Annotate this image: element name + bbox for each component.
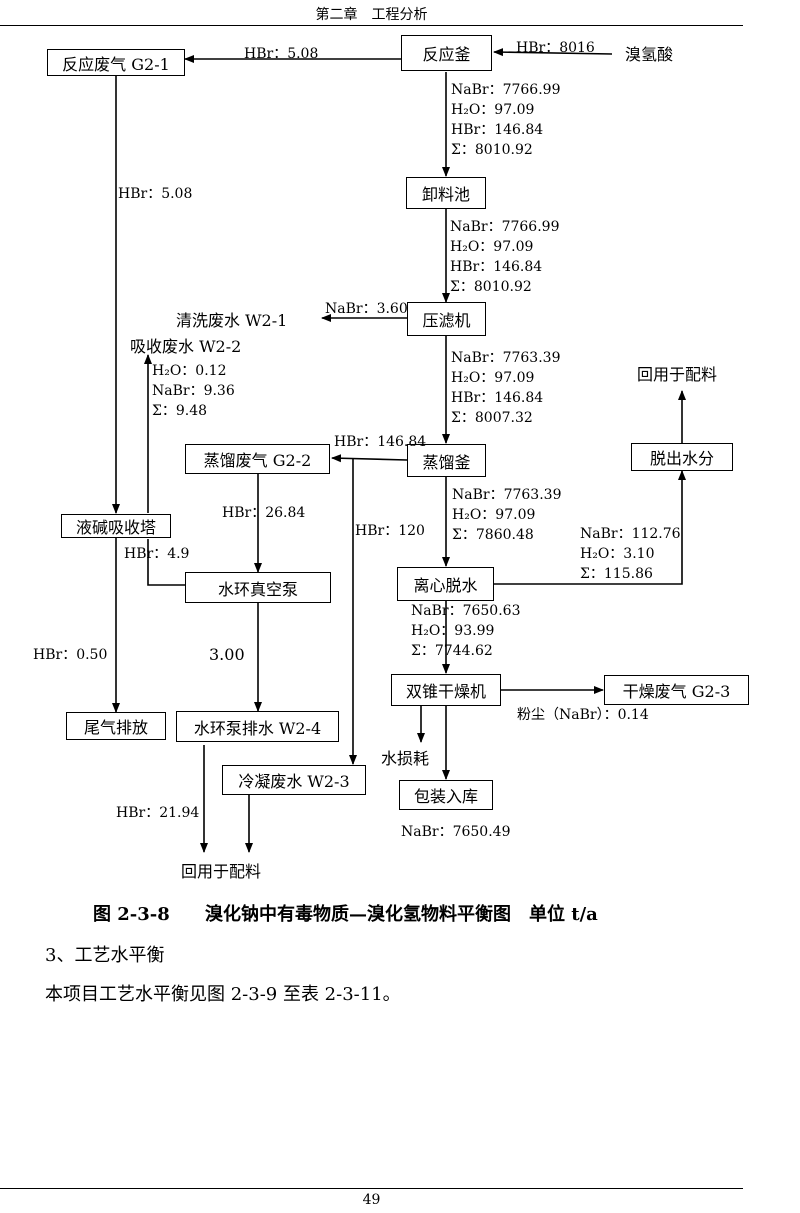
flow-cent-out-h2o: H₂O：93.99: [411, 623, 495, 639]
flow-press-out-nabr: NaBr：7763.39: [451, 350, 561, 366]
node-cond-water: 冷凝废水 W2-3: [222, 765, 366, 795]
flow-press-out-h2o: H₂O：97.09: [451, 370, 535, 386]
flow-distill-out-sum: Σ：7860.48: [452, 527, 534, 543]
node-recycle-bottom: 回用于配料: [181, 862, 262, 881]
flow-press-out-hbr: HBr：146.84: [451, 390, 544, 406]
node-wash-water: 清洗废水 W2-1: [176, 311, 288, 330]
flow-press-to-wash: NaBr：3.60: [325, 301, 408, 317]
flow-reactor-out: NaBr：7766.99 H₂O：97.09 HBr：146.84 Σ：8010…: [451, 80, 560, 160]
arrow-pump-to-tower: [147, 539, 185, 586]
flow-absorb-h2o: H₂O：0.12: [152, 363, 227, 379]
flow-pump-to-tower: HBr：4.9: [124, 546, 190, 562]
flow-unload-out-nabr: NaBr：7766.99: [450, 219, 560, 235]
flow-gas-to-pump: HBr：26.84: [222, 505, 306, 521]
page-number: 49: [362, 1192, 381, 1208]
body-text: 本项目工艺水平衡见图 2-3-9 至表 2-3-11。: [45, 984, 401, 1005]
node-water-loss: 水损耗: [381, 749, 430, 768]
flow-tower-to-absorb: H₂O：0.12 NaBr：9.36 Σ：9.48: [152, 361, 235, 421]
flow-gas-to-tower: HBr：5.08: [118, 186, 193, 202]
node-absorb-water: 吸收废水 W2-2: [130, 337, 242, 356]
flow-press-out: NaBr：7763.39 H₂O：97.09 HBr：146.84 Σ：8007…: [451, 348, 560, 428]
arrow-acid-to-reactor: [493, 48, 613, 57]
caption-number: 图 2-3-8: [93, 904, 170, 925]
footer-rule: [0, 1188, 743, 1189]
flow-side-sum: Σ：115.86: [580, 566, 653, 582]
flow-cent-out-sum: Σ：7744.62: [411, 643, 493, 659]
flow-unload-out-hbr: HBr：146.84: [450, 259, 543, 275]
flow-unload-out: NaBr：7766.99 H₂O：97.09 HBr：146.84 Σ：8010…: [450, 217, 559, 297]
node-alkali-tower: 液碱吸收塔: [61, 514, 171, 538]
node-vacuum-pump: 水环真空泵: [185, 572, 331, 603]
flow-cond-hbr: HBr：120: [355, 523, 425, 539]
node-hbr-acid: 溴氢酸: [625, 45, 674, 64]
flow-reactor-out-nabr: NaBr：7766.99: [451, 82, 561, 98]
flow-distill-out: NaBr：7763.39 H₂O：97.09 Σ：7860.48: [452, 485, 561, 545]
flow-side-h2o: H₂O：3.10: [580, 546, 655, 562]
node-tail-gas: 尾气排放: [66, 712, 166, 740]
flow-centrifuge-out: NaBr：7650.63 H₂O：93.99 Σ：7744.62: [411, 601, 520, 661]
flow-side-nabr: NaBr：112.76: [580, 526, 681, 542]
node-reactor: 反应釜: [401, 35, 492, 71]
flow-reactor-out-hbr: HBr：146.84: [451, 122, 544, 138]
node-recycle-top: 回用于配料: [637, 365, 718, 384]
section-heading: 3、工艺水平衡: [45, 945, 165, 966]
header-rule: [0, 25, 743, 26]
figure-caption: 图 2-3-8 溴化钠中有毒物质—溴化氢物料平衡图单位 t/a: [93, 900, 598, 926]
node-centrifuge: 离心脱水: [397, 567, 494, 601]
flow-cent-out-nabr: NaBr：7650.63: [411, 603, 521, 619]
node-dry-gas: 干燥废气 G2-3: [604, 675, 749, 705]
flow-absorb-nabr: NaBr：9.36: [152, 383, 235, 399]
node-packing: 包装入库: [399, 780, 493, 810]
page-header: 第二章 工程分析: [315, 7, 428, 23]
flow-distill-hbr: HBr：146.84: [334, 434, 427, 450]
flow-reactor-out-sum: Σ：8010.92: [451, 142, 533, 158]
flow-reactor-to-gas: HBr：5.08: [244, 46, 319, 62]
flow-packing-nabr: NaBr：7650.49: [401, 824, 511, 840]
node-dewater: 脱出水分: [631, 443, 733, 471]
node-dryer: 双锥干燥机: [391, 674, 501, 706]
flow-absorb-sum: Σ：9.48: [152, 403, 208, 419]
node-distill-gas: 蒸馏废气 G2-2: [185, 444, 330, 474]
flow-centrifuge-side: NaBr：112.76 H₂O：3.10 Σ：115.86: [580, 524, 681, 584]
flow-distill-out-h2o: H₂O：97.09: [452, 507, 536, 523]
flow-dust: 粉尘（NaBr）：0.14: [517, 707, 649, 723]
caption-title: 溴化钠中有毒物质—溴化氢物料平衡图: [205, 904, 511, 925]
node-filter-press: 压滤机: [407, 302, 486, 336]
flow-recycle-hbr: HBr：21.94: [116, 805, 200, 821]
node-unload-tank: 卸料池: [406, 177, 486, 209]
node-distiller: 蒸馏釜: [407, 444, 486, 477]
arrow-distiller-to-gas: [331, 454, 408, 463]
node-pump-drain: 水环泵排水 W2-4: [176, 711, 339, 742]
arrow-centrifuge-to-dewater: [494, 470, 686, 585]
flow-tail-hbr: HBr：0.50: [33, 647, 108, 663]
caption-unit: 单位 t/a: [529, 904, 598, 925]
flow-press-out-sum: Σ：8007.32: [451, 410, 533, 426]
flow-distill-out-nabr: NaBr：7763.39: [452, 487, 562, 503]
node-reaction-gas: 反应废气 G2-1: [47, 49, 185, 76]
flow-reactor-out-h2o: H₂O：97.09: [451, 102, 535, 118]
flow-unload-out-h2o: H₂O：97.09: [450, 239, 534, 255]
flow-pump-drain-value: 3.00: [209, 645, 245, 664]
flow-unload-out-sum: Σ：8010.92: [450, 279, 532, 295]
flow-acid-in: HBr：8016: [516, 40, 595, 56]
